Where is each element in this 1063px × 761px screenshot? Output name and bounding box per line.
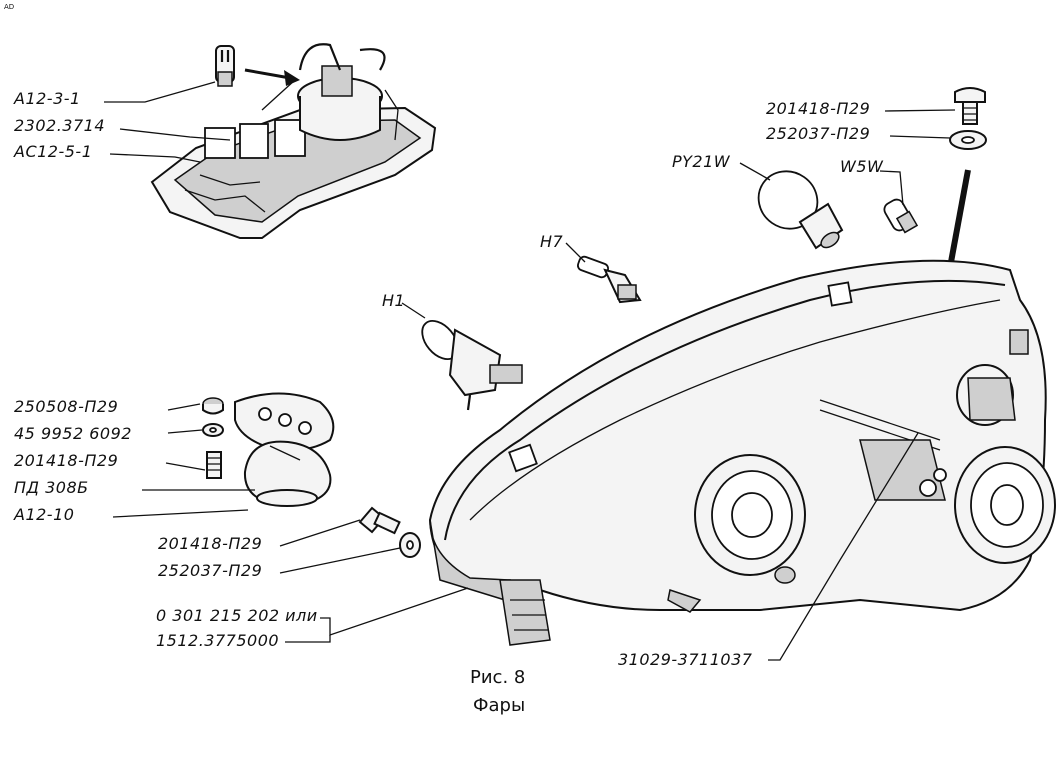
low-beam-reflector bbox=[667, 454, 806, 613]
label-bolt-left: 201418-П29 bbox=[14, 451, 118, 470]
figure-caption: Рис. 8 Фары bbox=[470, 667, 525, 716]
label-h7: H7 bbox=[540, 232, 564, 251]
side-marker-lamp-housing bbox=[150, 43, 437, 239]
a12-3-1-bulb bbox=[215, 45, 235, 87]
figure-title: Фары bbox=[473, 695, 525, 716]
bolt-mid bbox=[358, 506, 401, 535]
pd308b-lamp-body bbox=[243, 440, 332, 507]
py21w-bulb bbox=[757, 170, 844, 250]
washer-mid bbox=[399, 532, 421, 558]
label-pd308b: ПД 308Б bbox=[14, 478, 89, 497]
turn-signal-socket bbox=[956, 329, 1029, 426]
label-bolt-top: 201418-П29 bbox=[766, 99, 870, 118]
corrector-actuator bbox=[859, 439, 947, 501]
label-nut-250508: 250508-П29 bbox=[14, 397, 118, 416]
washer-45-9952-6092 bbox=[202, 423, 224, 437]
h1-bulb bbox=[421, 319, 523, 411]
insert-arrow bbox=[244, 68, 300, 86]
label-a12-10: А12-10 bbox=[13, 505, 74, 524]
label-a12-3-1: А12-3-1 bbox=[13, 89, 81, 108]
leader-lines bbox=[104, 81, 956, 661]
bolt-left bbox=[206, 451, 222, 479]
labels: А12-3-1 2302.3714 АС12-5-1 201418-П29 25… bbox=[13, 89, 884, 669]
label-washer-45: 45 9952 6092 bbox=[14, 424, 132, 443]
label-py21w: PY21W bbox=[672, 152, 731, 171]
bolt-top bbox=[954, 87, 986, 125]
nut-250508 bbox=[202, 397, 224, 415]
corner-mark: AD bbox=[4, 3, 14, 11]
w5w-bulb bbox=[883, 198, 919, 234]
label-corrector: 31029-3711037 bbox=[618, 650, 753, 669]
label-h1: H1 bbox=[382, 291, 405, 310]
h7-bulb bbox=[577, 255, 642, 304]
label-headlamp-1: 0 301 215 202 или bbox=[156, 606, 318, 625]
label-washer-mid: 252037-П29 bbox=[158, 561, 262, 580]
fog-lamp-bracket bbox=[234, 392, 335, 452]
figure-number: Рис. 8 bbox=[470, 667, 525, 688]
label-washer-top: 252037-П29 bbox=[766, 124, 870, 143]
washer-top bbox=[949, 130, 987, 150]
high-beam-reflector bbox=[954, 446, 1056, 564]
label-bolt-mid: 201418-П29 bbox=[158, 534, 262, 553]
label-ac12-5-1: АС12-5-1 bbox=[13, 142, 92, 161]
label-headlamp-2: 1512.3775000 bbox=[156, 631, 279, 650]
headlamp-housing bbox=[428, 259, 1047, 646]
label-w5w: W5W bbox=[840, 157, 884, 176]
label-2302-3714: 2302.3714 bbox=[14, 116, 105, 135]
